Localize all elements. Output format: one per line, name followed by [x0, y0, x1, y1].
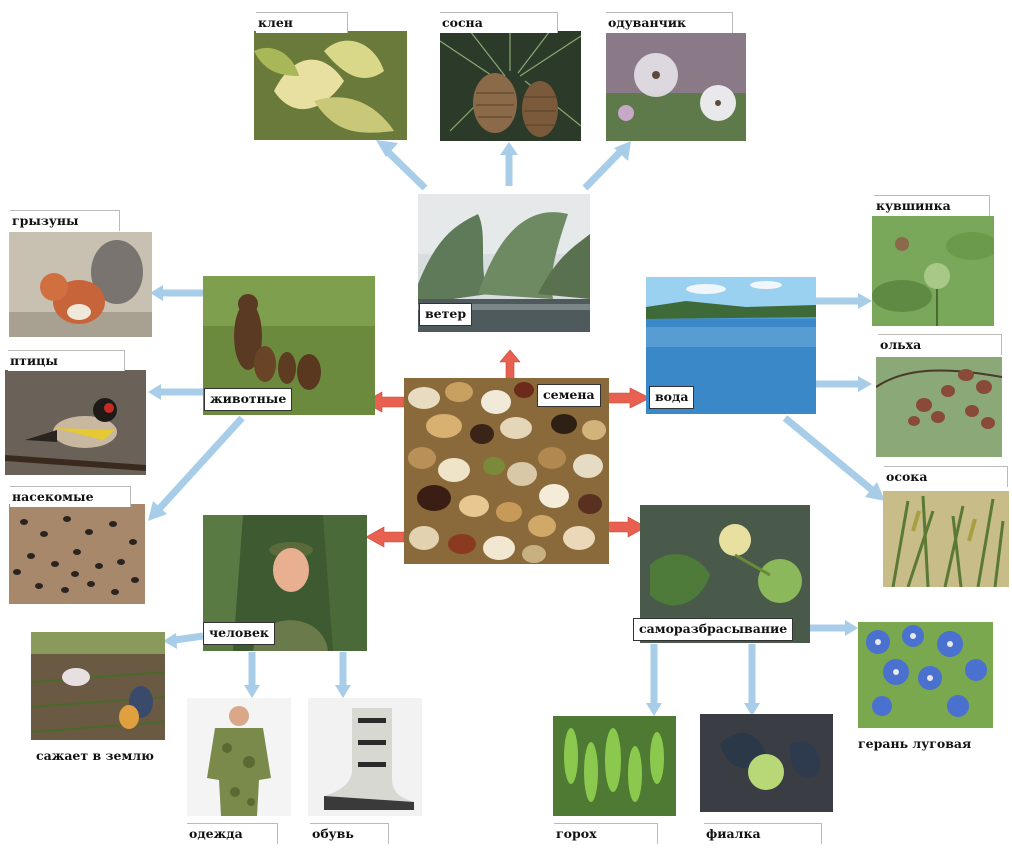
arrow-water-sedge: [782, 415, 875, 493]
sedge-photo: [883, 491, 1009, 587]
arrowhead-pine: [500, 142, 518, 155]
label-dandelion: одуванчик: [606, 12, 734, 33]
dandelion-photo: [606, 33, 746, 141]
label-geranium: герань луговая: [858, 736, 972, 751]
peas-photo: [553, 716, 676, 816]
label-water: вода: [649, 386, 695, 409]
alder-photo: [876, 357, 1002, 457]
arrowhead-violet: [744, 703, 760, 716]
label-pine: сосна: [440, 12, 558, 33]
label-insects: насекомые: [10, 486, 131, 507]
label-wind: ветер: [419, 303, 473, 326]
arrowhead-shoes: [335, 685, 351, 698]
arrowhead-clothes: [244, 685, 260, 698]
arrowhead-dandelion: [614, 141, 631, 161]
shoes-photo: [308, 698, 422, 816]
seeds-photo: [404, 378, 609, 564]
arrow-animals-insects: [157, 415, 245, 511]
label-clothes: одежда: [187, 823, 278, 844]
arrow-to-water: [607, 387, 651, 409]
arrowhead-planting: [163, 633, 177, 649]
arrow-to-human: [365, 526, 405, 548]
label-rodents: грызуны: [10, 210, 120, 231]
arrow-human-planting: [174, 632, 204, 644]
clothes-photo: [187, 698, 291, 816]
label-maple: клен: [256, 12, 348, 33]
arrowhead-birds: [148, 384, 161, 400]
maple-photo: [254, 31, 407, 140]
arrowhead-rodents: [150, 285, 163, 301]
rodents-photo: [9, 232, 152, 337]
label-self-dispersal: саморазбрасывание: [633, 618, 794, 641]
arrow-wind-maple: [383, 147, 428, 191]
label-seeds: семена: [537, 384, 601, 407]
waterlily-photo: [872, 216, 994, 326]
arrow-wind-dandelion: [582, 149, 623, 191]
arrowhead-geranium: [845, 620, 858, 636]
label-waterlily: кувшинка: [874, 195, 990, 216]
label-animals: животные: [204, 388, 293, 411]
label-violet: фиалка: [704, 823, 822, 844]
arrowhead-sedge: [865, 482, 885, 501]
arrowhead-alder: [858, 376, 872, 392]
arrow-to-wind: [499, 349, 521, 381]
violet-photo: [700, 714, 833, 812]
arrowhead-maple: [376, 140, 398, 157]
label-planting: сажает в землю: [36, 748, 154, 763]
label-alder: ольха: [878, 334, 1003, 355]
label-peas: горох: [554, 823, 658, 844]
label-shoes: обувь: [310, 823, 389, 844]
arrowhead-insects: [148, 501, 167, 521]
insects-photo: [9, 504, 145, 604]
label-human: человек: [203, 622, 275, 645]
arrowhead-peas: [646, 703, 662, 716]
pine-photo: [440, 31, 581, 141]
birds-photo: [5, 370, 146, 475]
label-sedge: осока: [884, 466, 1009, 487]
arrowhead-waterlily: [858, 293, 872, 309]
planting-photo: [31, 632, 165, 740]
arrow-to-self-dispersal: [607, 516, 647, 538]
geranium-photo: [858, 622, 993, 728]
label-birds: птицы: [8, 350, 125, 371]
